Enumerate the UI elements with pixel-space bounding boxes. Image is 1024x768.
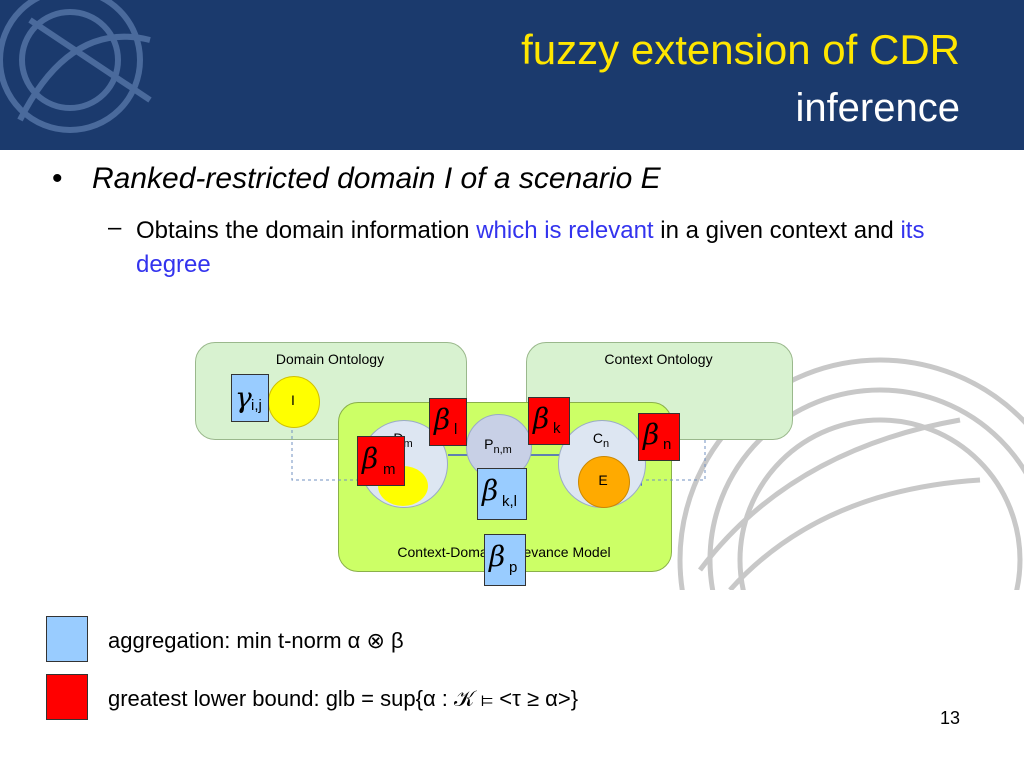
dash-marker: – (108, 214, 122, 241)
beta-kl-box: β k,l (477, 468, 527, 520)
seal-watermark-icon (677, 357, 1024, 590)
beta-m-subscript: m (383, 461, 396, 478)
gamma-subscript: i,j (251, 397, 262, 414)
level2-highlight-1: which is relevant (476, 217, 654, 244)
beta-l-subscript: l (454, 421, 458, 438)
beta-n-subscript: n (663, 436, 672, 453)
beta-p-box: β p (484, 534, 526, 586)
beta-symbol: β (482, 474, 499, 507)
bullet-level1: Ranked-restricted domain I of a scenario… (92, 162, 661, 195)
page-number: 13 (939, 708, 960, 728)
node-I (268, 376, 320, 428)
level2-text-1: Obtains the domain information (136, 217, 477, 244)
slide-header: fuzzy extension of CDR inference (0, 0, 1024, 150)
node-E (578, 456, 630, 508)
legend-glb-text: greatest lower bound: glb = sup{α : 𝒦 ⊨ … (108, 686, 579, 711)
legend-glb-swatch (46, 674, 88, 720)
beta-k-box: β k (528, 397, 570, 445)
bullet-level2: Obtains the domain information which is … (136, 214, 996, 282)
domain-ontology-label: Domain Ontology (275, 351, 385, 367)
node-C-label: Cn (558, 430, 644, 450)
node-D-sub: m (403, 437, 413, 450)
level2-text-2: in a given context and (653, 217, 901, 244)
node-C-main: C (592, 430, 603, 446)
university-logo-icon (0, 0, 152, 133)
beta-n-box: β n (638, 413, 680, 461)
beta-symbol: β (643, 418, 660, 451)
node-P-main: P (484, 436, 494, 452)
node-E-label: E (598, 472, 608, 488)
beta-symbol: β (362, 442, 379, 475)
bullet-marker: • (52, 162, 63, 195)
beta-l-box: β l (429, 398, 467, 446)
gamma-symbol: γ (235, 381, 252, 414)
beta-kl-subscript: k,l (502, 493, 517, 510)
gamma-ij-box: γ i,j (231, 374, 269, 422)
slide-subtitle: inference (795, 86, 960, 130)
context-ontology-label: Context Ontology (604, 351, 713, 367)
beta-symbol: β (434, 403, 451, 436)
node-P-label: Pn,m (466, 436, 530, 456)
beta-p-subscript: p (509, 559, 518, 576)
beta-m-box: β m (357, 436, 405, 486)
legend-aggregation-swatch (46, 616, 88, 662)
slide-title: fuzzy extension of CDR (521, 26, 960, 73)
beta-symbol: β (533, 402, 550, 435)
node-P-sub: n,m (493, 443, 512, 456)
legend-aggregation-text: aggregation: min t-norm α ⊗ β (108, 628, 404, 653)
node-C-sub: n (603, 437, 610, 450)
node-I-label: I (291, 392, 295, 408)
level2-highlight-2: its degree (136, 217, 925, 278)
beta-k-subscript: k (553, 420, 561, 437)
beta-symbol: β (489, 540, 506, 573)
